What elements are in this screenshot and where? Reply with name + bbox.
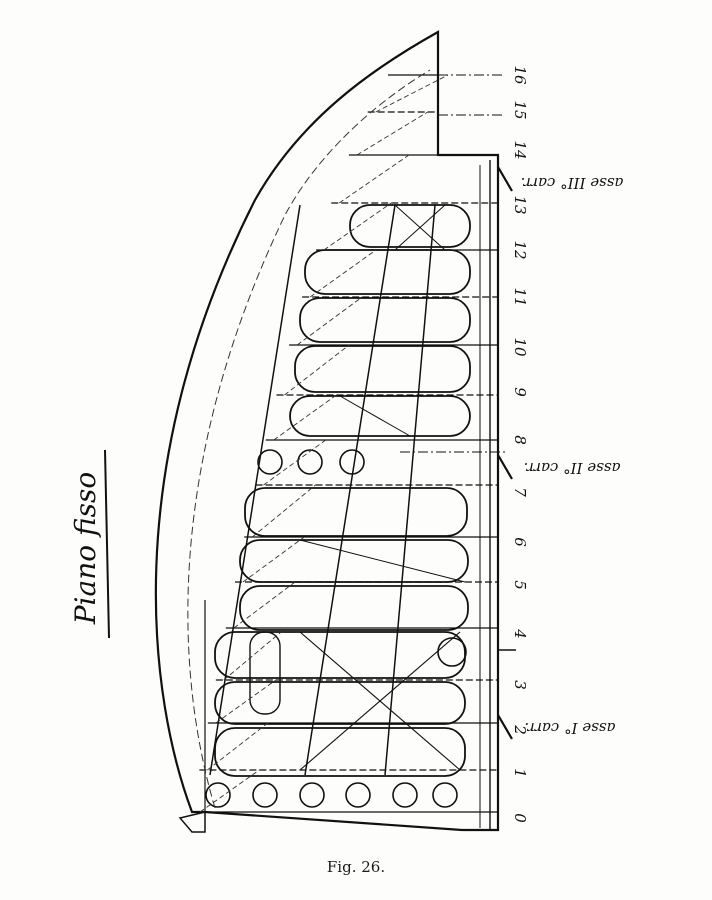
le-brace-7 <box>263 439 327 486</box>
frame-label-10: 10 <box>511 337 529 357</box>
structure-lines <box>154 30 516 833</box>
root-hole-2 <box>299 782 325 808</box>
frame-label-4: 4 <box>511 628 529 639</box>
slot <box>249 631 281 715</box>
lightening-bay-10 <box>349 204 471 248</box>
mid-hole-1 <box>297 449 323 475</box>
le-brace-1 <box>207 722 269 771</box>
le-brace-5 <box>242 536 305 583</box>
axis-pin-3 <box>497 166 513 192</box>
frame-label-14: 14 <box>511 140 529 159</box>
frame-label-13: 13 <box>511 195 529 214</box>
lightening-bay-7 <box>294 345 471 393</box>
root-hole-5 <box>432 782 458 808</box>
le-brace-13 <box>338 154 410 204</box>
stringer-2 <box>384 204 436 776</box>
le-brace-3 <box>223 627 287 681</box>
lightening-bay-0 <box>214 727 466 777</box>
frame-label-16: 16 <box>511 65 529 85</box>
frame-label-9: 9 <box>511 387 529 397</box>
frame-label-8: 8 <box>511 435 529 445</box>
le-brace-11 <box>309 249 377 298</box>
frame-label-0: 0 <box>511 813 529 823</box>
outline <box>154 30 500 832</box>
le-brace-6 <box>252 484 316 538</box>
le-brace-15 <box>375 74 449 113</box>
le-brace-4 <box>233 581 296 629</box>
lightening-bay-3 <box>239 585 469 631</box>
frame-label-1: 1 <box>511 768 529 778</box>
title-group: Piano fisso <box>69 449 110 639</box>
stringer-1 <box>304 204 396 776</box>
axis-pin-1 <box>497 714 513 740</box>
root-hole-1 <box>252 782 278 808</box>
lightening-bay-5 <box>244 487 468 537</box>
le-brace-8 <box>273 394 337 441</box>
root-hole-3 <box>345 782 371 808</box>
root-fitting <box>178 811 206 833</box>
le-brace-14 <box>356 111 428 156</box>
lightening-bay-8 <box>299 297 471 343</box>
axis-label-2: asse II° carr. <box>524 459 621 477</box>
le-brace-2 <box>215 679 277 724</box>
brace-6 <box>339 395 411 437</box>
frame-label-6: 6 <box>511 537 529 547</box>
le-brace-10 <box>296 296 363 346</box>
figure-caption: Fig. 26. <box>326 858 386 876</box>
hinge-fitting <box>437 637 467 667</box>
lightening-bay-1 <box>214 681 466 725</box>
brace-2 <box>299 631 461 771</box>
frame-label-5: 5 <box>511 580 529 590</box>
frame-label-15: 15 <box>511 100 529 119</box>
frame-label-7: 7 <box>511 487 529 497</box>
mid-hole-2 <box>339 449 365 475</box>
axis-label-3: asse III° carr. <box>521 174 624 192</box>
le-brace-9 <box>284 344 350 396</box>
lightening-bay-4 <box>239 539 469 583</box>
frame-label-3: 3 <box>511 680 529 690</box>
axis-label-1: asse I° carr. <box>525 719 616 737</box>
root-hole-4 <box>392 782 418 808</box>
frame-label-12: 12 <box>511 240 529 259</box>
le-brace-12 <box>323 202 392 251</box>
stringer-0 <box>209 204 301 776</box>
drawing-title: Piano fisso <box>69 472 102 626</box>
frame-label-2: 2 <box>511 724 529 735</box>
mid-hole-0 <box>257 449 283 475</box>
title-underline <box>104 449 110 639</box>
axis-pin-2 <box>497 454 513 480</box>
brace-5 <box>394 204 446 251</box>
le-brace-0 <box>199 769 260 813</box>
lightening-bay-6 <box>289 395 471 437</box>
root-hole-0 <box>205 782 231 808</box>
frame-label-11: 11 <box>511 287 529 306</box>
brace-3 <box>299 539 466 583</box>
secondary-edge <box>187 69 431 809</box>
